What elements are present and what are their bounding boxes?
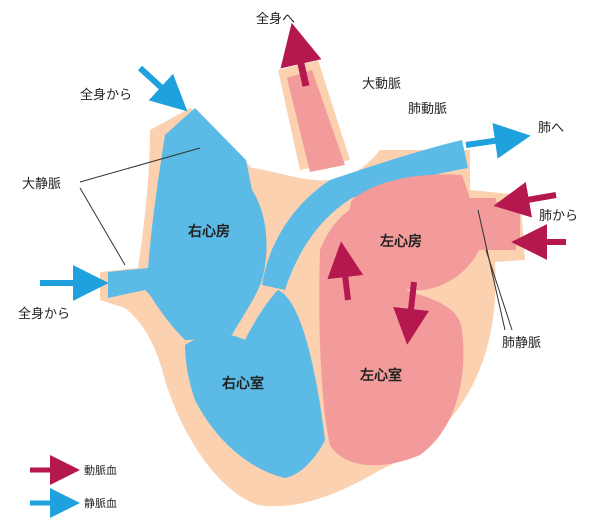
label-to-lungs: 肺へ bbox=[538, 121, 564, 136]
legend: 動脈血 静脈血 bbox=[30, 463, 117, 510]
label-right-atrium: 右心房 bbox=[187, 223, 230, 240]
label-aorta: 大動脈 bbox=[362, 77, 401, 92]
label-pulmonary-artery: 肺動脈 bbox=[408, 102, 447, 117]
label-to-body: 全身へ bbox=[256, 11, 295, 27]
arrow-to-lungs bbox=[466, 138, 514, 145]
label-left-ventricle: 左心室 bbox=[359, 367, 402, 384]
label-vena-cava: 大静脈 bbox=[22, 177, 61, 192]
label-right-ventricle: 右心室 bbox=[221, 375, 264, 392]
label-from-lungs: 肺から bbox=[539, 209, 578, 224]
legend-arterial-label: 動脈血 bbox=[84, 463, 117, 477]
label-left-atrium: 左心房 bbox=[379, 233, 422, 250]
label-pulmonary-vein: 肺静脈 bbox=[502, 336, 541, 351]
arrow-from-body-top bbox=[140, 68, 175, 100]
label-from-body-left: 全身から bbox=[18, 306, 70, 322]
legend-venous-label: 静脈血 bbox=[84, 496, 117, 510]
label-from-body-top: 全身から bbox=[80, 87, 132, 103]
